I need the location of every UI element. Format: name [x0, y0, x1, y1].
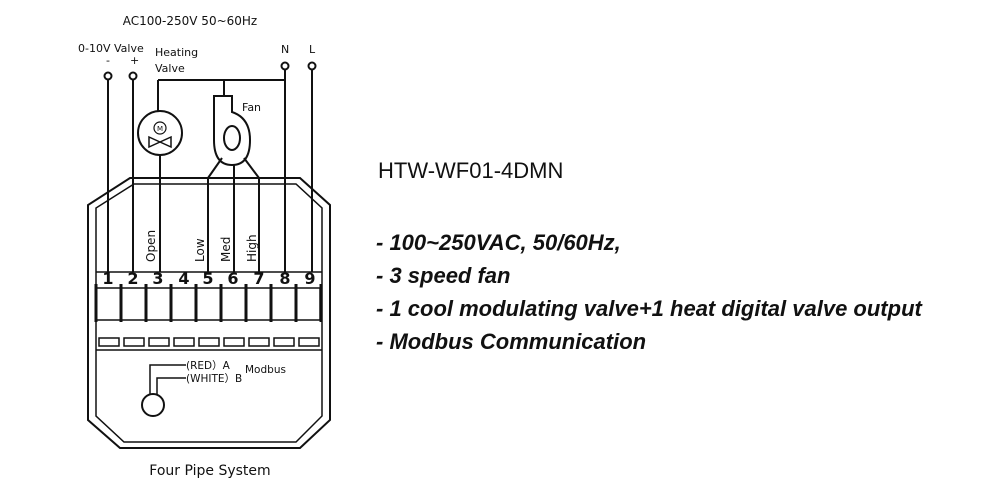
terminal-number: 4: [178, 269, 189, 288]
terminal-number: 2: [127, 269, 138, 288]
terminal-l: [307, 61, 317, 71]
terminal-number: 1: [102, 269, 113, 288]
fan-symbol: [213, 95, 252, 167]
supply-label: AC100-250V 50~60Hz: [123, 14, 257, 28]
terminal-0-10v-minus: [103, 71, 113, 81]
feature-item: - 1 cool modulating valve+1 heat digital…: [376, 296, 922, 321]
minus-label: -: [106, 54, 110, 67]
terminal-number: 3: [152, 269, 163, 288]
heating-valve-label-1: Heating: [155, 46, 198, 59]
modbus-label: Modbus: [245, 364, 286, 376]
feature-item: - 100~250VAC, 50/60Hz,: [376, 230, 621, 255]
housing-outline: [87, 177, 331, 449]
wire-label-high: High: [245, 234, 259, 262]
terminal-n: [280, 61, 290, 71]
plus-label: +: [130, 54, 139, 67]
modbus-connector: [141, 393, 165, 417]
diagram-caption: Four Pipe System: [149, 463, 270, 479]
modbus-b-label: (WHITE）B: [186, 373, 242, 385]
terminal-number: 5: [202, 269, 213, 288]
heating-valve-label-2: Valve: [155, 62, 185, 75]
wire-label-med: Med: [219, 237, 233, 262]
wire-label-low: Low: [193, 238, 207, 262]
motor-label: M: [157, 125, 163, 133]
live-label: L: [309, 43, 316, 56]
fan-label: Fan: [242, 101, 261, 114]
terminal-number: 6: [227, 269, 238, 288]
terminal-0-10v-plus: [128, 71, 138, 81]
terminal-number: 8: [279, 269, 290, 288]
wire-label-open: Open: [144, 230, 158, 262]
product-model: HTW-WF01-4DMN: [378, 158, 564, 183]
terminal-number: 9: [304, 269, 315, 288]
neutral-label: N: [281, 43, 289, 56]
heating-valve-symbol: [137, 110, 183, 156]
feature-item: - 3 speed fan: [376, 263, 511, 288]
modbus-a-label: (RED）A: [186, 360, 231, 372]
feature-item: - Modbus Communication: [376, 329, 647, 354]
terminal-number: 7: [253, 269, 264, 288]
valve-010-label: 0-10V Valve: [78, 42, 144, 55]
